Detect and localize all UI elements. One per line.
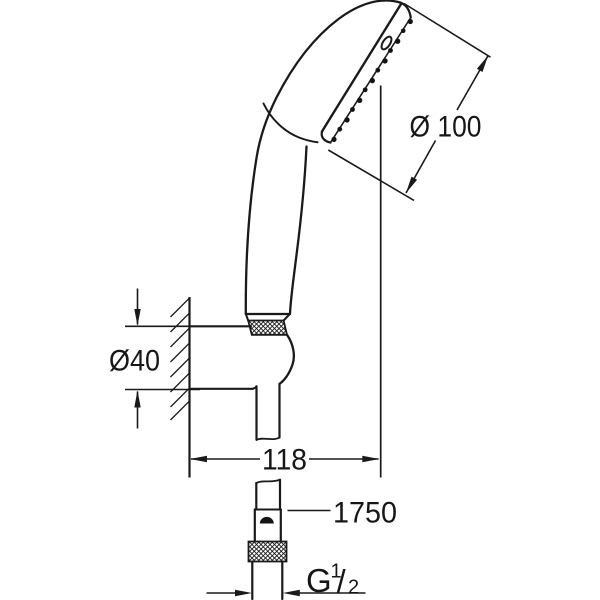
dim-wall-offset-label: 118 bbox=[262, 444, 307, 477]
handle-cone-right bbox=[282, 313, 291, 322]
shower-head bbox=[244, 0, 412, 316]
handle-cone-left bbox=[244, 313, 250, 322]
dim-thread bbox=[206, 589, 366, 597]
arrowhead bbox=[235, 589, 252, 597]
arrowhead bbox=[476, 55, 489, 72]
dim-head-diameter bbox=[327, 2, 491, 202]
thread-letter: G bbox=[306, 562, 332, 599]
dim-holder-diameter-label: Ø40 bbox=[109, 345, 160, 378]
handle-right-edge bbox=[288, 145, 308, 316]
spray-face-front-edge bbox=[320, 2, 403, 133]
dim-holder-diameter bbox=[125, 288, 200, 429]
thread-denominator: 2 bbox=[348, 577, 359, 599]
nozzle-dots bbox=[331, 18, 413, 142]
thread-label: G 1 / 2 bbox=[306, 561, 359, 600]
spray-face-top-cap bbox=[400, 2, 412, 19]
wall-hatching bbox=[170, 297, 190, 421]
spray-face-bottom-cap bbox=[320, 130, 332, 144]
dim-extension-line bbox=[327, 149, 415, 202]
arrowhead bbox=[134, 309, 141, 326]
hose-break-line bbox=[255, 436, 281, 441]
arrowhead bbox=[134, 390, 141, 408]
holder-bulge bbox=[278, 333, 295, 385]
dim-wall-offset bbox=[190, 455, 380, 463]
dim-hose-length-label: 1750 bbox=[333, 497, 397, 530]
arrowhead bbox=[190, 455, 207, 463]
thread-numerator: 1 bbox=[331, 561, 342, 583]
wall-holder bbox=[188, 312, 295, 441]
hose-end-detail bbox=[247, 478, 288, 600]
head-logo-oval bbox=[380, 35, 393, 51]
hose-nut-knurl bbox=[247, 540, 288, 563]
thread-slash: / bbox=[337, 563, 347, 600]
hose-break-line bbox=[255, 478, 281, 484]
holder-knurl-ring bbox=[247, 319, 289, 336]
dim-extension-line bbox=[403, 2, 491, 58]
arrowhead bbox=[282, 589, 300, 597]
dim-head-diameter-label: Ø 100 bbox=[410, 111, 482, 144]
head-body-outline bbox=[244, 0, 403, 316]
fitting-window-mark bbox=[259, 516, 274, 524]
arrowhead bbox=[406, 176, 418, 193]
wall-section bbox=[170, 297, 191, 478]
head-chin-curve bbox=[262, 102, 319, 144]
arrowhead bbox=[362, 455, 380, 463]
